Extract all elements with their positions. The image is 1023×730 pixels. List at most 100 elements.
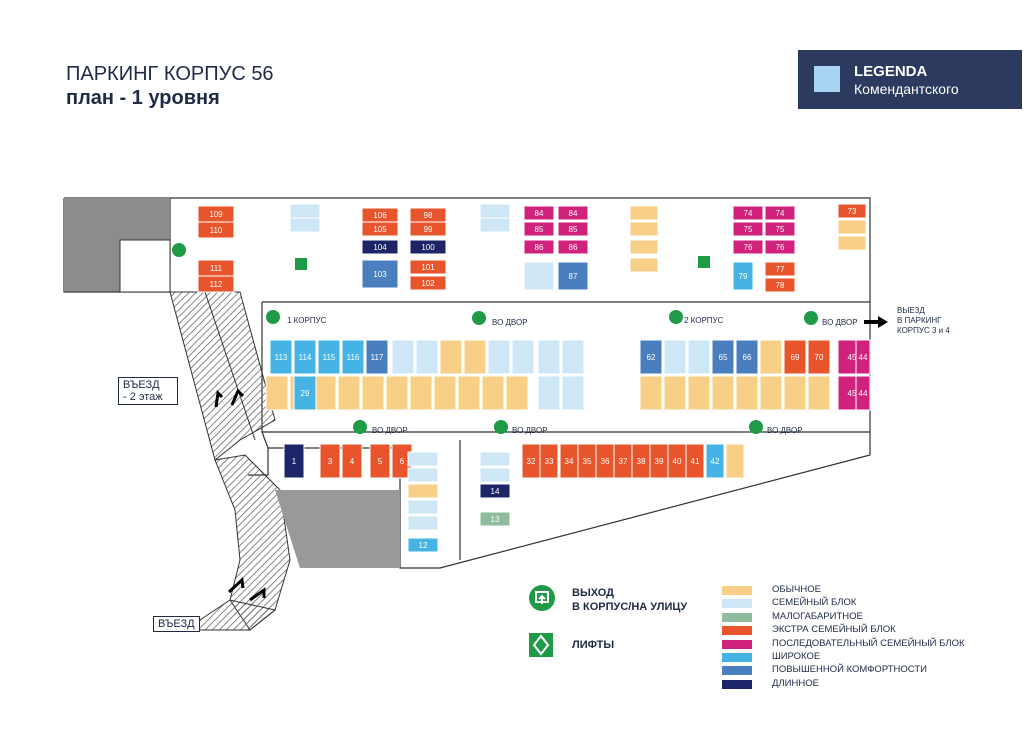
parking-spot bbox=[409, 375, 433, 411]
parking-spot bbox=[479, 467, 511, 483]
parking-spot bbox=[365, 339, 389, 375]
parking-spot bbox=[639, 375, 663, 411]
parking-spot bbox=[557, 239, 589, 255]
logo-line1: LEGENDA bbox=[854, 63, 928, 80]
spot-number: 1 bbox=[292, 457, 297, 466]
lift-legend-label: ЛИФТЫ bbox=[572, 639, 615, 651]
spot-number: 70 bbox=[815, 353, 824, 362]
parking-spot bbox=[639, 339, 663, 375]
parking-spot bbox=[837, 219, 867, 235]
legend-swatch bbox=[722, 612, 752, 622]
spot-number: 73 bbox=[848, 207, 857, 216]
spot-number: 111 bbox=[210, 264, 223, 273]
title-line1: ПАРКИНГ КОРПУС 56 bbox=[66, 63, 274, 85]
spot-number: 116 bbox=[347, 353, 360, 362]
korpus1-label: 1 КОРПУС bbox=[287, 316, 327, 325]
ramp-upper bbox=[169, 291, 276, 461]
exit-icon bbox=[804, 311, 818, 325]
arrow-icon bbox=[214, 389, 224, 408]
spot-number: 66 bbox=[743, 353, 752, 362]
legend-label: ПОВЫШЕННОЙ КОМФОРТНОСТИ bbox=[772, 664, 927, 676]
spot-number: 106 bbox=[373, 211, 387, 220]
parking-spot bbox=[197, 221, 235, 239]
arrow-icon bbox=[230, 388, 245, 406]
parking-spot bbox=[407, 537, 439, 553]
parking-spot bbox=[313, 375, 337, 411]
spot-number: 44 bbox=[859, 353, 868, 362]
parking-spot bbox=[407, 451, 439, 467]
spot-number: 113 bbox=[275, 353, 288, 362]
parking-spot bbox=[764, 239, 796, 255]
parking-spot bbox=[764, 221, 796, 237]
spot-number: 32 bbox=[527, 457, 536, 466]
spot-number: 84 bbox=[535, 209, 544, 218]
parking-spot bbox=[629, 205, 659, 221]
parking-spot bbox=[409, 275, 447, 291]
parking-spot bbox=[732, 205, 764, 221]
parking-spot bbox=[409, 221, 447, 237]
parking-spot bbox=[663, 375, 687, 411]
exit-icon bbox=[749, 420, 763, 434]
parking-spot bbox=[705, 443, 725, 479]
parking-spot bbox=[293, 339, 317, 375]
parking-spot bbox=[361, 259, 399, 289]
parking-spot bbox=[457, 375, 481, 411]
parking-spot bbox=[463, 339, 487, 375]
exit-icon bbox=[494, 420, 508, 434]
parking-spot bbox=[439, 339, 463, 375]
spot-number: 29 bbox=[301, 389, 310, 398]
legend-label: ДЛИННОЕ bbox=[772, 677, 819, 689]
parking-spot bbox=[479, 483, 511, 499]
parking-spot bbox=[663, 339, 687, 375]
spot-number: 76 bbox=[744, 243, 753, 252]
lift-icon bbox=[295, 258, 307, 270]
spot-number: 85 bbox=[569, 225, 578, 234]
parking-spot bbox=[557, 261, 589, 291]
spot-number: 65 bbox=[719, 353, 728, 362]
spot-number: 38 bbox=[637, 457, 646, 466]
spot-number: 98 bbox=[424, 211, 433, 220]
spot-number: 42 bbox=[711, 457, 720, 466]
spot-number: 69 bbox=[791, 353, 800, 362]
spot-number: 103 bbox=[373, 270, 387, 279]
spot-number: 36 bbox=[601, 457, 610, 466]
parking-spot bbox=[511, 339, 535, 375]
parking-spot bbox=[687, 375, 711, 411]
spot-number: 4 bbox=[350, 457, 355, 466]
spot-number: 75 bbox=[744, 225, 753, 234]
parking-spot bbox=[537, 375, 561, 411]
spot-number: 114 bbox=[299, 353, 312, 362]
parking-spot bbox=[317, 339, 341, 375]
parking-spot bbox=[837, 203, 867, 219]
spot-number: 74 bbox=[744, 209, 753, 218]
parking-spot bbox=[361, 375, 385, 411]
logo-square-icon bbox=[814, 66, 840, 92]
spot-number: 77 bbox=[776, 265, 785, 274]
spot-number: 99 bbox=[424, 225, 433, 234]
stair-room bbox=[119, 239, 171, 293]
spot-number: 75 bbox=[776, 225, 785, 234]
spot-number: 100 bbox=[421, 243, 435, 252]
parking-spot bbox=[341, 443, 363, 479]
parking-spot bbox=[481, 375, 505, 411]
legend-label: ШИРОКОЕ bbox=[772, 651, 821, 662]
parking-spot bbox=[807, 375, 831, 411]
parking-spot bbox=[505, 375, 529, 411]
legend-swatch bbox=[722, 666, 752, 676]
parking-spot bbox=[629, 239, 659, 255]
gray-area bbox=[275, 490, 400, 568]
legend-swatch bbox=[722, 586, 752, 595]
lift-icon bbox=[698, 256, 710, 268]
parking-spot bbox=[759, 339, 783, 375]
entry-2floor-label: ВЪЕЗД - 2 этаж bbox=[118, 377, 178, 405]
parking-spot bbox=[837, 235, 867, 251]
parking-spot bbox=[409, 239, 447, 255]
page-title: ПАРКИНГ КОРПУС 56 план - 1 уровня bbox=[66, 62, 274, 110]
parking-spot bbox=[629, 221, 659, 237]
parking-spot bbox=[385, 375, 409, 411]
parking-spot bbox=[319, 443, 341, 479]
spot-number: 76 bbox=[776, 243, 785, 252]
spot-number: 6 bbox=[400, 457, 405, 466]
parking-spot bbox=[523, 239, 555, 255]
